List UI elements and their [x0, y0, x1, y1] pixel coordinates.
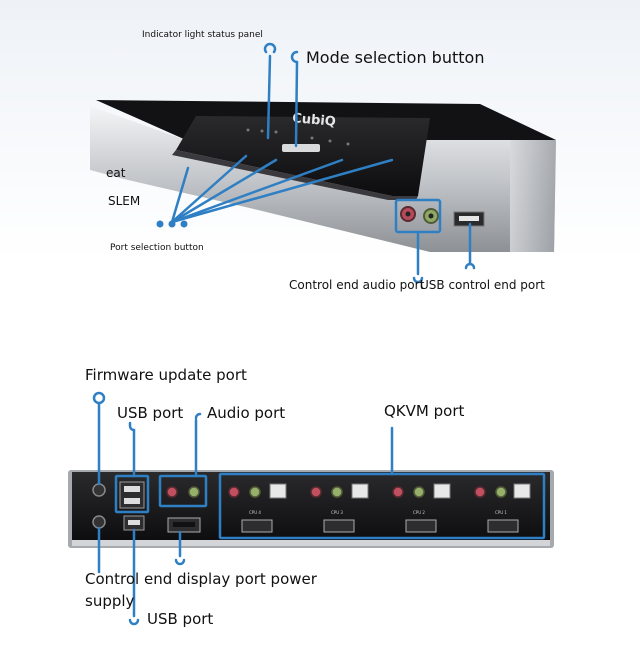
label-firmware-port: Firmware update port	[85, 366, 247, 384]
label-qkvm-port: QKVM port	[384, 402, 465, 420]
label-slem: SLEM	[108, 194, 141, 208]
mode-selection-button-graphic	[282, 144, 320, 152]
top-callout-lines	[170, 42, 476, 284]
label-audio-port: Audio port	[207, 404, 286, 422]
label-indicator-panel: Indicator light status panel	[142, 30, 263, 40]
control-usb-ports	[119, 481, 145, 509]
top-device-control-panel	[176, 116, 430, 196]
top-kvm-device: CubiQ	[90, 100, 556, 252]
label-display-power-line2: supply	[85, 592, 135, 610]
cpu-label-3: CPU 3	[331, 510, 343, 515]
control-audio-speaker	[188, 486, 200, 498]
label-usb-control-port: USB control end port	[420, 278, 545, 292]
power-port-graphic	[92, 515, 106, 529]
label-control-audio-port: Control end audio port	[289, 278, 425, 292]
cpu-group-3	[310, 483, 369, 533]
mode-callout-hook	[290, 50, 299, 64]
port-select-dots	[156, 220, 188, 228]
bottom-device-base	[72, 540, 550, 546]
bottom-device-rear-panel	[72, 472, 550, 542]
cpu-group-1	[474, 483, 531, 533]
cpu-port-groups	[228, 483, 531, 533]
top-usb-port-tongue	[459, 216, 479, 221]
firmware-port-graphic	[92, 483, 106, 497]
top-audio-ports	[400, 206, 439, 224]
cpu-group-2	[392, 483, 451, 533]
label-mode-button: Mode selection button	[306, 48, 485, 67]
top-device-panel-edge	[172, 150, 418, 200]
indicator-callout-hook	[263, 42, 277, 54]
label-eat: eat	[106, 166, 126, 180]
label-usb-port-bottom: USB port	[147, 610, 214, 628]
bottom-callout-lines	[92, 391, 546, 626]
cpu-label-2: CPU 2	[413, 510, 425, 515]
indicator-lights	[246, 128, 350, 146]
brand-logo: CubiQ	[292, 111, 337, 130]
cpu-group-4	[228, 483, 287, 533]
control-audio-mic	[166, 486, 178, 498]
cpu-label-4: CPU 4	[249, 510, 261, 515]
label-display-power-line1: Control end display port power	[85, 570, 317, 588]
label-port-selection: Port selection button	[110, 243, 204, 253]
label-usb-port-top: USB port	[117, 404, 184, 422]
top-device-side	[510, 140, 556, 252]
cpu-label-1: CPU 1	[495, 510, 507, 515]
bottom-kvm-device: CPU 4 CPU 3 CPU 2 CPU 1	[68, 470, 554, 548]
